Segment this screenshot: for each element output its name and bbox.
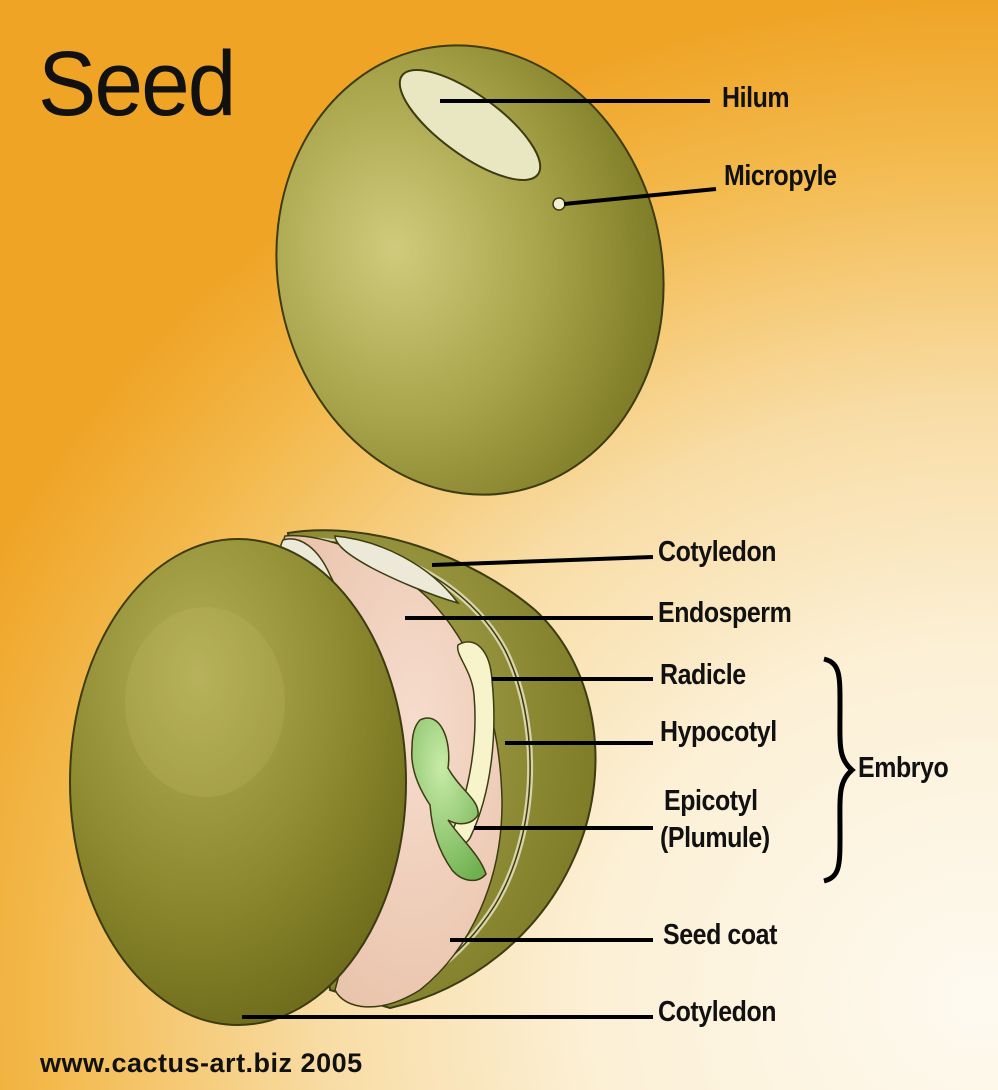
micropyle-pore bbox=[553, 198, 565, 210]
page-title: Seed bbox=[38, 38, 235, 130]
label-radicle: Radicle bbox=[660, 659, 746, 692]
label-micropyle: Micropyle bbox=[724, 160, 837, 193]
cut-seed bbox=[70, 530, 595, 1025]
embryo-brace bbox=[824, 659, 852, 881]
label-plumule: (Plumule) bbox=[660, 822, 770, 855]
label-epicotyl: Epicotyl bbox=[664, 785, 758, 818]
label-embryo: Embryo bbox=[858, 752, 948, 785]
label-cotyledon-bottom: Cotyledon bbox=[658, 996, 776, 1029]
label-endosperm: Endosperm bbox=[658, 597, 791, 630]
credit-text: www.cactus-art.biz 2005 bbox=[40, 1048, 363, 1079]
label-seed-coat: Seed coat bbox=[663, 919, 777, 952]
label-hypocotyl: Hypocotyl bbox=[660, 716, 777, 749]
label-hilum: Hilum bbox=[722, 82, 789, 115]
label-cotyledon-top: Cotyledon bbox=[658, 536, 776, 569]
whole-seed bbox=[235, 9, 705, 531]
